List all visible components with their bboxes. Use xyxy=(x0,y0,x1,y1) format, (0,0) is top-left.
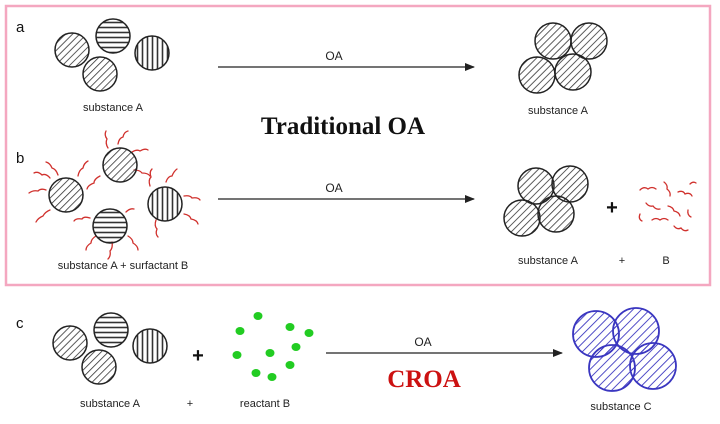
reactant-dot xyxy=(253,312,263,320)
panel-b-right-plus: + xyxy=(619,255,625,267)
panel-b-plus: + xyxy=(606,197,618,219)
panel-a-arrow-label: OA xyxy=(325,49,342,63)
panel-b: b xyxy=(16,130,697,272)
panel-b-left-label: substance A + surfactant B xyxy=(58,260,189,272)
panel-b-surfactant-chains xyxy=(28,130,201,260)
reactant-dot xyxy=(235,327,245,335)
panel-c: c + substance A + reactant B OA CROA xyxy=(16,307,677,413)
product-particle xyxy=(588,344,636,392)
particle-horizontal xyxy=(93,312,129,348)
panel-a-letter: a xyxy=(16,19,25,36)
particle-vertical xyxy=(147,186,183,222)
traditional-oa-frame xyxy=(4,4,712,287)
particle-diagonal xyxy=(48,177,84,213)
croa-title: CROA xyxy=(387,366,461,393)
panel-b-substance-a-particles xyxy=(48,147,183,244)
panel-c-arrow-label: OA xyxy=(414,335,431,349)
particle-vertical xyxy=(134,35,170,71)
panel-a-substance-a-particles xyxy=(54,18,170,92)
particle-diagonal xyxy=(52,325,88,361)
aggregate-particle xyxy=(518,56,556,94)
reactant-dot xyxy=(285,323,295,331)
particle-diagonal xyxy=(81,349,117,385)
aggregate-particle xyxy=(537,195,575,233)
product-particle xyxy=(629,342,677,390)
reactant-dot xyxy=(304,329,314,337)
panel-c-right-label: substance C xyxy=(590,401,651,413)
particle-diagonal xyxy=(102,147,138,183)
traditional-oa-title: Traditional OA xyxy=(261,113,425,140)
aggregate-particle xyxy=(570,22,608,60)
panel-b-aggregate xyxy=(503,165,589,237)
reactant-dot xyxy=(232,351,242,359)
panel-c-letter: c xyxy=(16,315,24,332)
particle-diagonal xyxy=(82,56,118,92)
reactant-dot xyxy=(291,343,301,351)
particle-diagonal xyxy=(54,32,90,68)
particle-horizontal xyxy=(92,208,128,244)
panel-c-left-label-1: substance A xyxy=(80,398,141,410)
panel-a-aggregate xyxy=(518,22,608,94)
reactant-dot xyxy=(285,361,295,369)
panel-c-substance-a-particles xyxy=(52,312,168,385)
panel-c-left-label-2: reactant B xyxy=(240,398,290,410)
panel-c-plus: + xyxy=(192,345,204,367)
particle-horizontal xyxy=(95,18,131,54)
panel-c-reactant-b xyxy=(232,312,314,381)
panel-a-right-label: substance A xyxy=(528,105,589,117)
reactant-dot xyxy=(265,349,275,357)
panel-b-letter: b xyxy=(16,150,24,167)
panel-b-right-label-2: B xyxy=(662,255,669,267)
aggregate-particle xyxy=(554,53,592,91)
panel-a-left-label: substance A xyxy=(83,102,144,114)
reactant-dot xyxy=(251,369,261,377)
panel-c-substance-c-aggregate xyxy=(572,307,677,392)
panel-b-right-label-1: substance A xyxy=(518,255,579,267)
panel-b-free-surfactant xyxy=(638,181,697,232)
particle-vertical xyxy=(132,328,168,364)
panel-b-arrow-label: OA xyxy=(325,181,342,195)
panel-a: a substance A OA substance A xyxy=(16,18,608,117)
panel-c-left-plus: + xyxy=(187,398,193,410)
reactant-dot xyxy=(267,373,277,381)
aggregate-particle xyxy=(503,199,541,237)
aggregate-particle xyxy=(534,22,572,60)
